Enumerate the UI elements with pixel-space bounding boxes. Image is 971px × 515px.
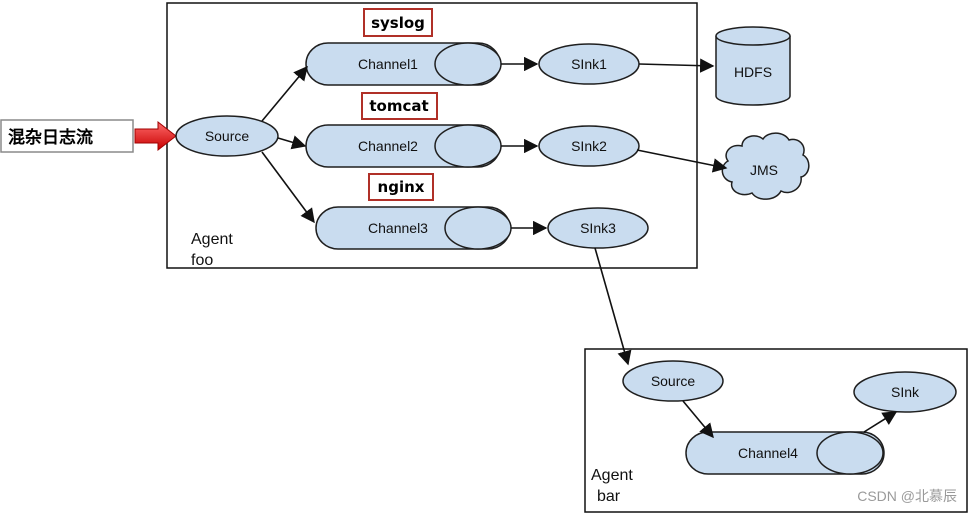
tag-tomcat: tomcat bbox=[369, 97, 428, 115]
sink3-label: SInk3 bbox=[580, 220, 616, 236]
input-label: 混杂日志流 bbox=[8, 127, 93, 148]
input-stream: 混杂日志流 bbox=[0, 119, 177, 153]
tag-syslog-box bbox=[363, 8, 433, 37]
source-foo-node bbox=[175, 115, 279, 157]
channel2-node: Channel2 bbox=[305, 124, 502, 168]
source-bar-node bbox=[622, 360, 724, 402]
red-arrow-icon bbox=[134, 120, 177, 152]
tag-tomcat-box bbox=[361, 92, 438, 120]
input-label-box bbox=[0, 119, 134, 153]
source-bar-label: Source bbox=[651, 373, 696, 389]
agent-foo-label-line2: foo bbox=[191, 252, 213, 269]
edge-source-channel1 bbox=[261, 65, 308, 122]
agent-bar-box bbox=[584, 348, 968, 513]
source-foo-label: Source bbox=[205, 128, 250, 144]
sink1-label: SInk1 bbox=[571, 56, 607, 72]
edge-source-bar-channel4 bbox=[682, 400, 714, 439]
jms-node: JMS bbox=[721, 132, 810, 200]
sink3-node bbox=[547, 207, 649, 249]
edge-sink2-jms bbox=[636, 149, 728, 173]
tag-syslog: syslog bbox=[371, 14, 425, 32]
channel1-node: Channel1 bbox=[305, 42, 502, 86]
hdfs-node: HDFS bbox=[715, 26, 791, 106]
edge-channel4-sink-bar bbox=[863, 411, 898, 433]
connectors bbox=[261, 56, 898, 439]
sink2-node bbox=[538, 125, 640, 167]
edge-sink3-source-bar bbox=[594, 247, 632, 366]
channel4-label: Channel4 bbox=[738, 445, 798, 461]
edge-sink1-hdfs bbox=[638, 58, 715, 73]
agent-bar-label-line1: Agent bbox=[591, 467, 633, 484]
hdfs-label: HDFS bbox=[734, 64, 772, 80]
jms-label: JMS bbox=[750, 162, 778, 178]
sink-bar-node bbox=[853, 371, 957, 413]
edge-source-channel3 bbox=[261, 151, 315, 224]
channel3-node: Channel3 bbox=[315, 206, 512, 250]
watermark: CSDN @北慕辰 bbox=[857, 488, 957, 504]
channel3-label: Channel3 bbox=[368, 220, 428, 236]
agent-bar-label-line2: bar bbox=[597, 488, 621, 505]
channel2-label: Channel2 bbox=[358, 138, 418, 154]
cloud-icon bbox=[721, 132, 810, 200]
tag-nginx-box bbox=[368, 173, 434, 201]
edge-source-channel2 bbox=[277, 135, 307, 150]
channel1-label: Channel1 bbox=[358, 56, 418, 72]
tag-nginx: nginx bbox=[378, 178, 425, 196]
channel4-node: Channel4 bbox=[685, 431, 885, 475]
sink2-label: SInk2 bbox=[571, 138, 607, 154]
sink-bar-label: SInk bbox=[891, 384, 920, 400]
agent-foo-label-line1: Agent bbox=[191, 231, 233, 248]
